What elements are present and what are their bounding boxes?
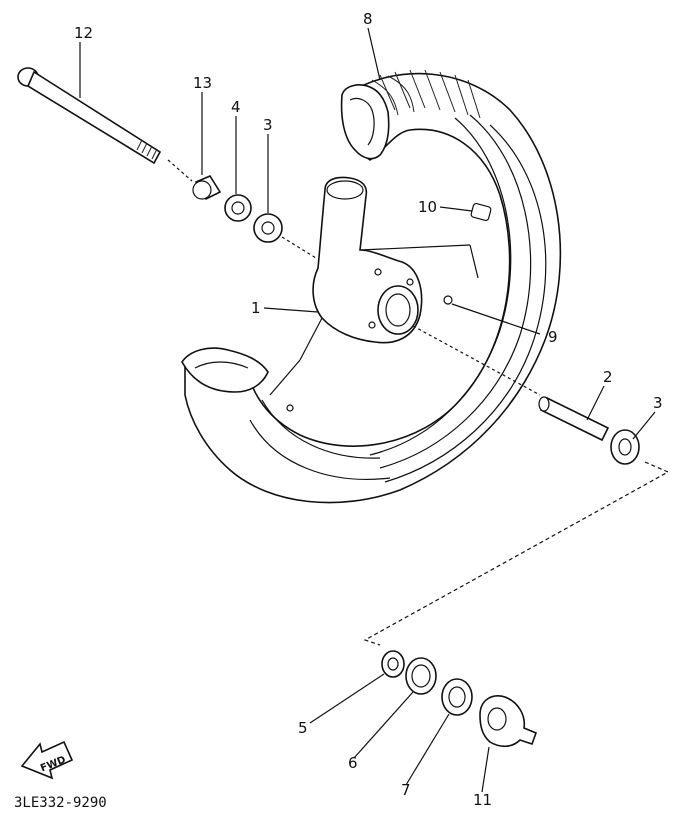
callout-10: 10: [418, 198, 437, 216]
axle: [17, 67, 162, 165]
callout-9: 9: [548, 328, 558, 346]
callout-1: 1: [251, 299, 261, 317]
valve: [470, 202, 492, 222]
callout-2: 2: [603, 368, 613, 386]
circlip: [381, 650, 405, 678]
callout-4: 4: [231, 98, 241, 116]
callout-11: 11: [473, 791, 492, 809]
diagram-code: 3LE332-9290: [14, 795, 107, 811]
callout-8: 8: [363, 10, 373, 28]
callout-3-right: 3: [653, 394, 663, 412]
callout-6: 6: [348, 754, 358, 772]
callout-5: 5: [298, 719, 308, 737]
callout-7: 7: [401, 781, 411, 799]
oil-seal: [224, 194, 252, 222]
tire: [181, 69, 562, 504]
bearing-right: [610, 429, 640, 465]
wheel-hub: [269, 176, 479, 412]
callout-13: 13: [193, 74, 212, 92]
speedometer-gear-unit: [479, 695, 538, 748]
callout-3-left: 3: [263, 116, 273, 134]
bearing-left: [253, 213, 283, 243]
meter-oil-seal: [405, 657, 437, 695]
collar: [192, 174, 222, 201]
forward-arrow-icon: FWD: [20, 740, 74, 780]
callout-12: 12: [74, 24, 93, 42]
spacer: [538, 396, 610, 442]
meter-bearing: [441, 678, 473, 716]
